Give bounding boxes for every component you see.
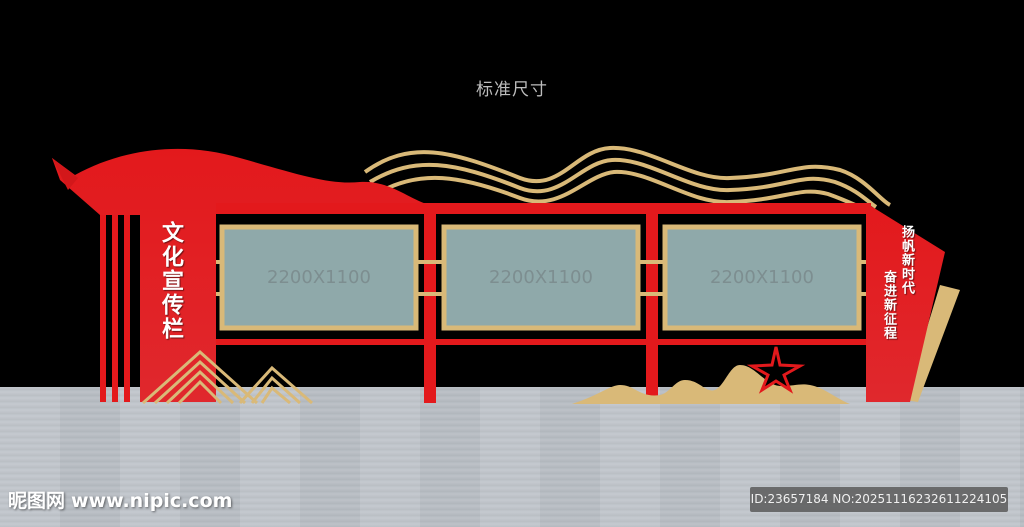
gold-mountain-left: [141, 349, 313, 405]
right-slogan-line2: 奋进新征程: [881, 270, 896, 340]
left-slogan: 文化宣传栏: [158, 221, 183, 341]
ground-floor: [0, 387, 1024, 527]
gold-wave-decoration: [363, 145, 892, 210]
watermark-brand-name: 昵图网: [8, 490, 66, 512]
panel-size-label: 2200X1100: [267, 267, 371, 288]
gold-mountain-right: [572, 365, 850, 404]
watermark-url: www.nipic.com: [71, 490, 233, 512]
display-panels: [219, 224, 862, 331]
panel-size-label: 2200X1100: [710, 267, 814, 288]
red-flag-shape: [52, 148, 430, 402]
gold-back-plate: [905, 285, 960, 402]
panel-size-label: 2200X1100: [489, 267, 593, 288]
right-slogan-line1: 扬帆新时代: [899, 225, 914, 295]
watermark-id: ID:23657184 NO:20251116232611224105: [750, 487, 1008, 512]
page-title: 标准尺寸: [476, 80, 548, 100]
right-red-pillar: [866, 203, 945, 402]
red-star-icon: [746, 346, 806, 394]
